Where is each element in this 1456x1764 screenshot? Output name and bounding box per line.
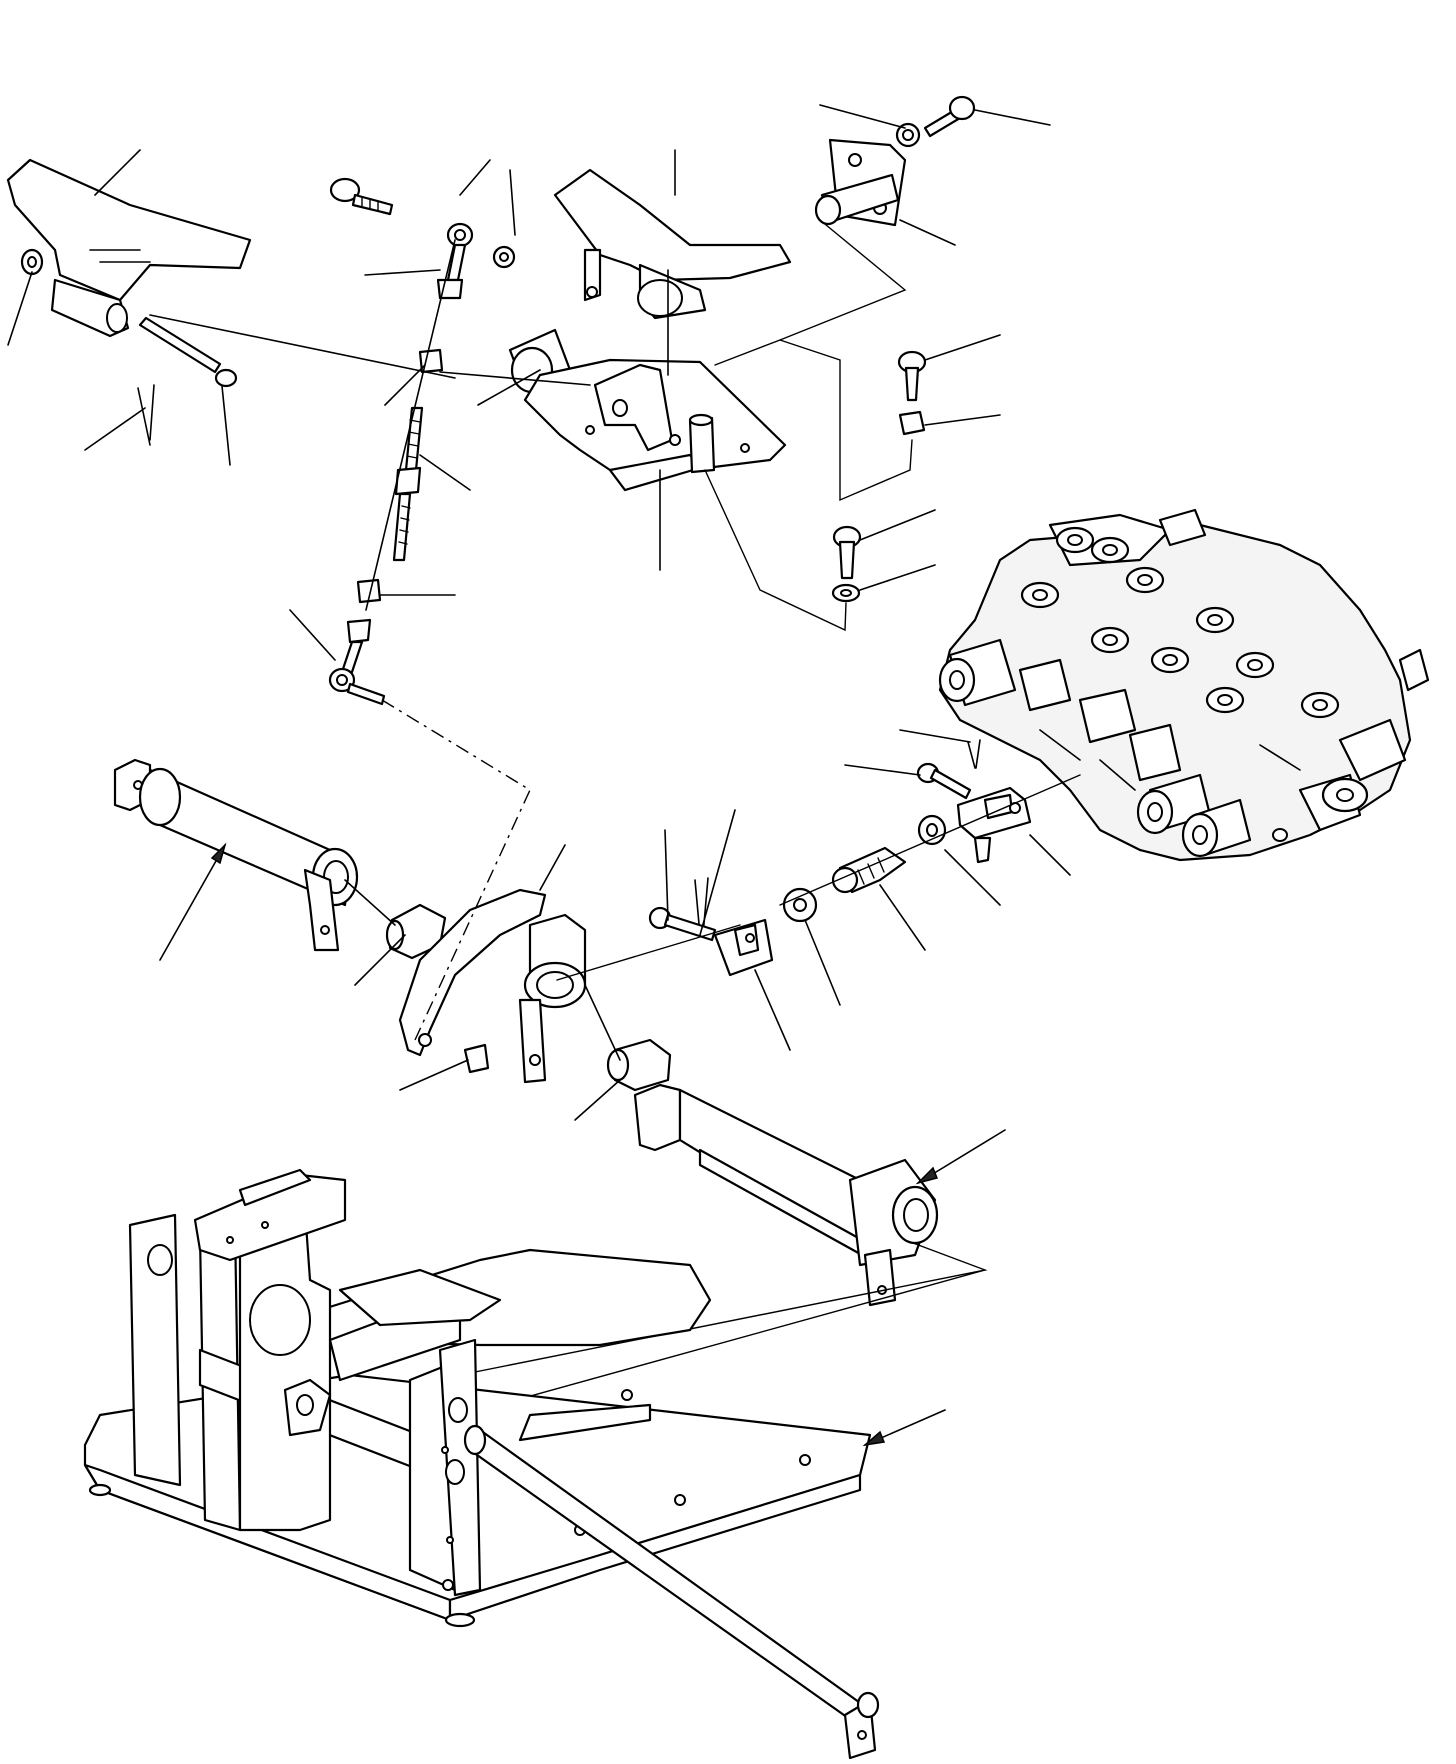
pivot-washer: [895, 122, 921, 148]
bell-crank-nut: [463, 1043, 490, 1074]
pedal-frame: [83, 1168, 872, 1628]
arrow-lever-shaft: [159, 842, 227, 961]
upper-rod-end: [436, 222, 474, 300]
lower-lock-nut: [356, 578, 382, 604]
upper-cotter-pin: [967, 739, 981, 769]
top-washer: [492, 245, 516, 269]
lower-bracket-bolt: [832, 525, 862, 580]
arrow-right-shaft: [915, 1129, 1006, 1185]
lower-clevis-pin: [648, 906, 717, 942]
adjusting-stud: [831, 846, 907, 894]
pivot-bolt: [923, 95, 976, 138]
callout-leaders: [7, 104, 1071, 1121]
lower-rod-end: [328, 618, 386, 706]
left-cotter-pin: [137, 384, 155, 446]
turnbuckle-rod: [392, 406, 424, 562]
lower-lock-nut-clevis: [782, 887, 818, 923]
cross-shaft: [463, 1424, 880, 1760]
lever-shaft: [113, 758, 359, 952]
pivot-pin-plate: [814, 138, 907, 227]
left-pedal: [6, 158, 252, 338]
pedal-bracket: [523, 358, 787, 492]
arrow-frame: [862, 1409, 946, 1447]
clevis-bolt: [916, 762, 972, 800]
left-pedal-washer: [20, 248, 44, 276]
lower-bracket-washer: [831, 583, 861, 603]
left-pedal-pin: [138, 316, 238, 388]
right-pedal: [553, 168, 792, 320]
upper-clevis: [956, 786, 1032, 864]
right-shaft: [633, 1083, 939, 1307]
control-valve: [938, 508, 1430, 862]
bracket-bolt: [897, 350, 927, 402]
top-bolt: [329, 177, 394, 216]
right-bushing: [606, 1038, 672, 1092]
bracket-nut: [898, 410, 926, 436]
upper-lock-nut: [418, 348, 444, 374]
lower-clevis: [713, 918, 774, 977]
